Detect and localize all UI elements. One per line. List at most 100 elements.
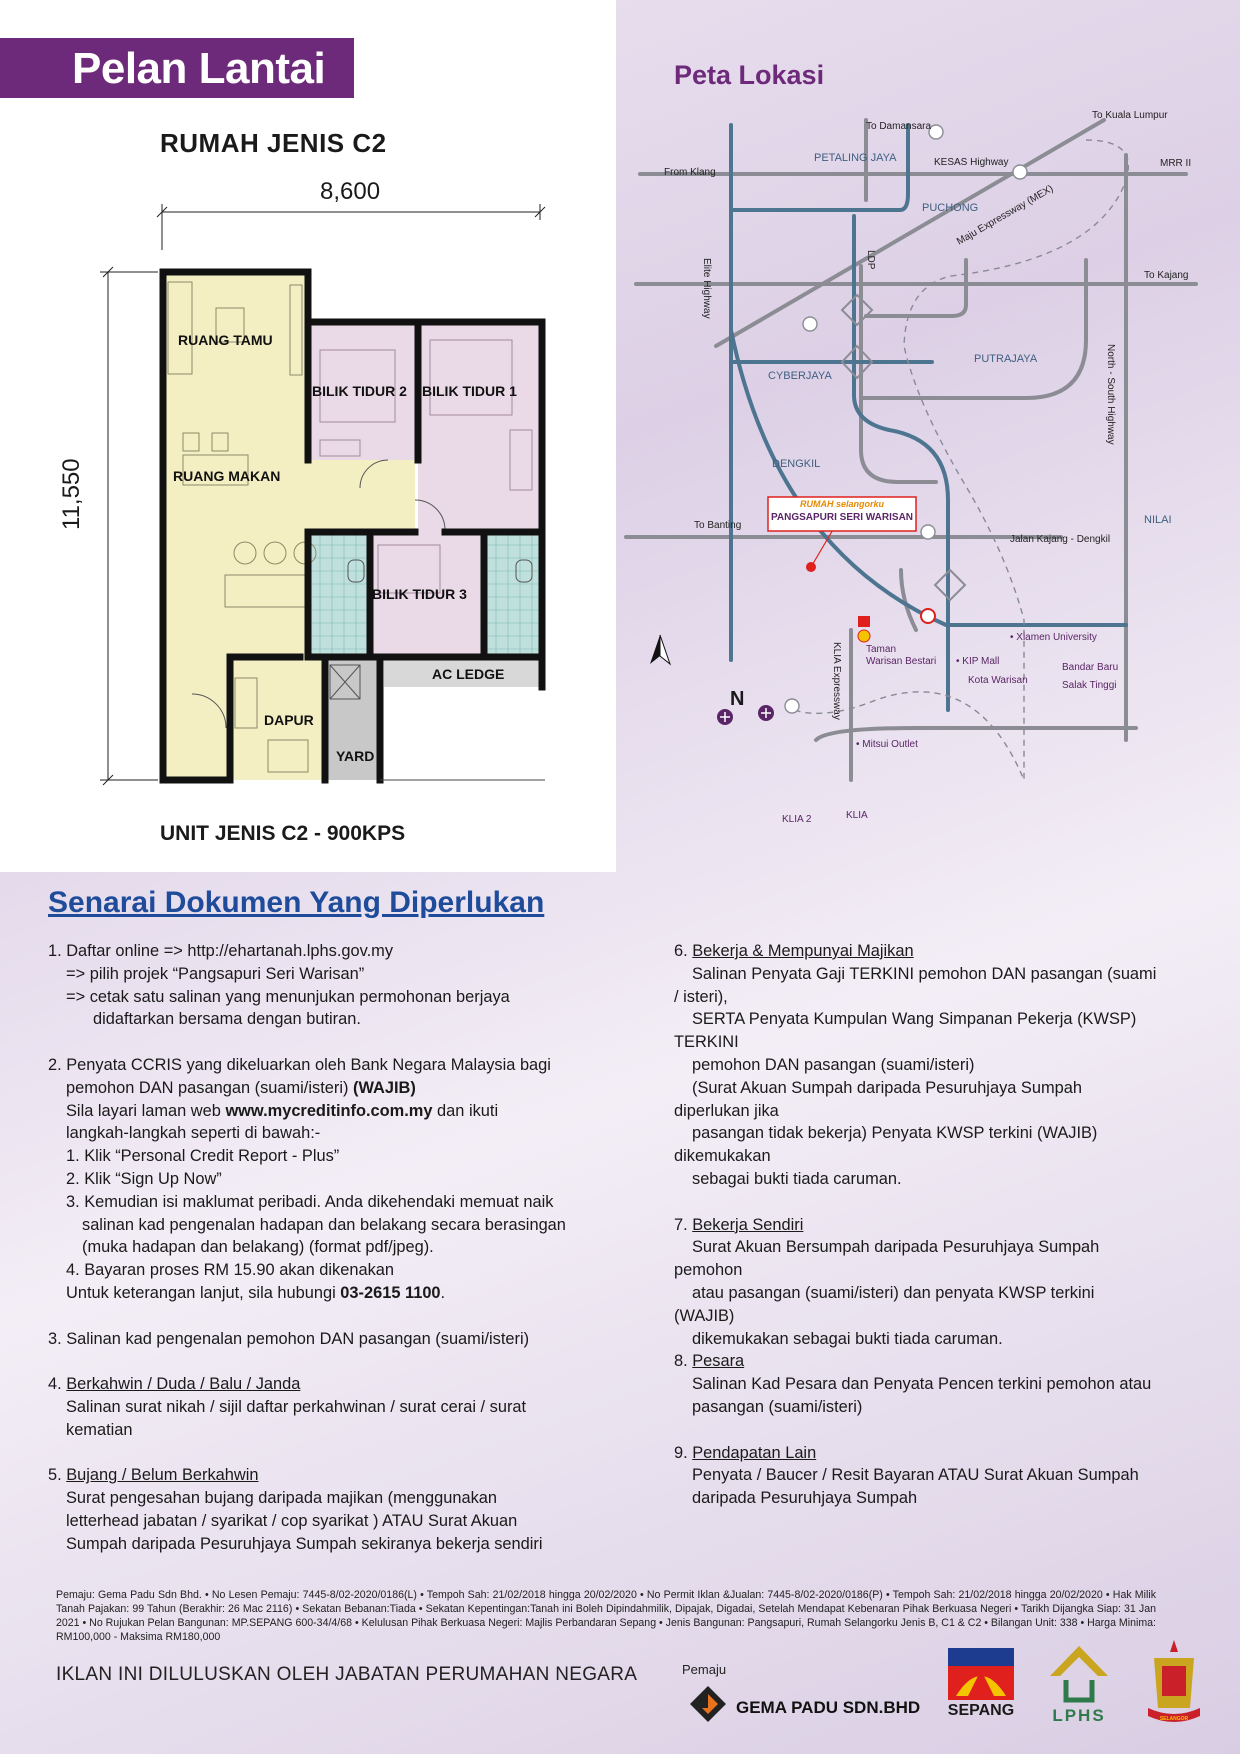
room-bilik-tidur-2: BILIK TIDUR 2 (312, 383, 407, 399)
doc-number: 6. (674, 942, 693, 960)
doc-line: didaftarkan bersama dengan butiran. (93, 1010, 361, 1029)
poi-klia2: KLIA 2 (782, 814, 812, 825)
doc-item-title: 5. Bujang / Belum Berkahwin (48, 1464, 618, 1487)
doc-line: langkah-langkah seperti di bawah:- (66, 1124, 321, 1143)
project-name: PANGSAPURI SERI WARISAN (770, 512, 914, 523)
documents-left-column: 1. Daftar online => http://ehartanah.lph… (48, 940, 618, 1578)
doc-line: Sila layari laman web www.mycreditinfo.c… (48, 1100, 618, 1123)
label-from-klang: From Klang (664, 167, 716, 178)
doc-line: Salinan surat nikah / sijil daftar perka… (66, 1397, 527, 1416)
unit-caption: UNIT JENIS C2 - 900KPS (160, 822, 406, 845)
doc-line: => pilih projek “Pangsapuri Seri Warisan… (66, 964, 365, 983)
doc-line: letterhead jabatan / syarikat / cop syar… (66, 1511, 518, 1530)
doc-title: Bekerja & Mempunyai Majikan (692, 942, 914, 960)
room-bilik-tidur-3: BILIK TIDUR 3 (372, 586, 467, 602)
poi-mitsui-outlet: • Mitsui Outlet (856, 739, 918, 750)
doc-line: 3. Salinan kad pengenalan pemohon DAN pa… (48, 1329, 530, 1348)
doc-number: 4. (48, 1375, 67, 1394)
north-label: N (730, 688, 745, 710)
doc-line: TERKINI (674, 1033, 739, 1052)
doc-text: pemohon DAN pasangan (suami/isteri) (66, 1078, 353, 1097)
doc-item-7: 7. Bekerja Sendiri Surat Akuan Bersumpah… (674, 1214, 1178, 1351)
doc-step: 2. Klik “Sign Up Now” (66, 1169, 222, 1188)
project-brand: RUMAH selangorku (799, 499, 884, 509)
doc-line: Surat pengesahan bujang daripada majikan… (66, 1489, 498, 1508)
doc-line: dikemukakan sebagai bukti tiada caruman. (692, 1329, 1003, 1348)
developer-name: GEMA PADU SDN.BHD (736, 1698, 921, 1717)
room-ruang-tamu: RUANG TAMU (178, 332, 273, 348)
doc-text: Untuk keterangan lanjut, sila hubungi (66, 1283, 341, 1302)
doc-step: (muka hadapan dan belakang) (format pdf/… (82, 1238, 434, 1257)
doc-line: => cetak satu salinan yang menunjukan pe… (66, 987, 510, 1006)
wajib-label: (WAJIB) (352, 1078, 416, 1097)
doc-step: salinan kad pengenalan hadapan dan belak… (82, 1215, 566, 1234)
doc-item-title: 6. Bekerja & Mempunyai Majikan (674, 940, 1178, 963)
poi-kip-mall: • KIP Mall (956, 656, 1000, 667)
room-ruang-makan: RUANG MAKAN (173, 468, 281, 484)
doc-title: Berkahwin / Duda / Balu / Janda (66, 1375, 301, 1394)
doc-number: 7. (674, 1215, 693, 1234)
sepang-logo-icon (948, 1648, 1014, 1700)
doc-line: / isteri), (674, 987, 728, 1006)
floor-plan-banner (0, 38, 354, 98)
doc-item-3: 3. Salinan kad pengenalan pemohon DAN pa… (48, 1328, 618, 1351)
doc-item-title: 8. Pesara (674, 1350, 1178, 1373)
label-to-damansara: To Damansara (866, 121, 932, 132)
doc-line: pemohon DAN pasangan (suami/isteri) (692, 1055, 975, 1074)
doc-number: 9. (674, 1443, 693, 1462)
doc-line: Salinan Kad Pesara dan Penyata Pencen te… (692, 1375, 1152, 1394)
doc-line: dikemukakan (674, 1147, 771, 1166)
approval-notice: IKLAN INI DILULUSKAN OLEH JABATAN PERUMA… (56, 1664, 638, 1685)
label-kesas: KESAS Highway (934, 157, 1009, 168)
doc-text: . (440, 1283, 446, 1302)
doc-number: 5. (48, 1466, 67, 1485)
mycreditinfo-link[interactable]: www.mycreditinfo.com.my (225, 1101, 433, 1120)
area-petaling-jaya: PETALING JAYA (814, 152, 897, 164)
location-map (624, 118, 1198, 782)
poi-xiamen-university: • Xiamen University (1010, 632, 1097, 643)
area-puchong: PUCHONG (922, 202, 979, 214)
gema-padu-logo-icon (690, 1686, 726, 1722)
documents-right-column: 6. Bekerja & Mempunyai Majikan Salinan P… (674, 940, 1178, 1533)
doc-line: kematian (66, 1420, 133, 1439)
doc-step: 3. Kemudian isi maklumat peribadi. Anda … (66, 1192, 554, 1211)
label-ldp: LDP (865, 250, 876, 270)
doc-line: Untuk keterangan lanjut, sila hubungi 03… (48, 1282, 618, 1305)
room-yard: YARD (336, 748, 375, 764)
doc-line: daripada Pesuruhjaya Sumpah (692, 1489, 918, 1508)
selangor-crest-text: SELANGOR (1159, 1716, 1189, 1722)
doc-line: atau pasangan (suami/isteri) dan penyata… (692, 1283, 1095, 1302)
doc-line: (Surat Akuan Sumpah daripada Pesuruhjaya… (692, 1078, 1082, 1097)
doc-line: diperlukan jika (674, 1101, 779, 1120)
phone-number: 03-2615 1100 (340, 1283, 441, 1302)
doc-line: Penyata / Baucer / Resit Bayaran ATAU Su… (692, 1466, 1139, 1485)
lphs-logo-icon (1050, 1646, 1108, 1703)
doc-number: 8. (674, 1352, 693, 1371)
room-bilik-tidur-1: BILIK TIDUR 1 (422, 383, 517, 399)
doc-line: pasangan tidak bekerja) Penyata KWSP ter… (692, 1124, 1098, 1143)
doc-item-9: 9. Pendapatan Lain Penyata / Baucer / Re… (674, 1442, 1178, 1510)
room-dapur: DAPUR (264, 712, 314, 728)
label-klia-expressway: KLIA Expressway (831, 642, 842, 720)
doc-line: Salinan Penyata Gaji TERKINI pemohon DAN… (692, 964, 1157, 983)
poi-taman-line2: Warisan Bestari (866, 656, 937, 667)
doc-line: Sumpah daripada Pesuruhjaya Sumpah sekir… (66, 1534, 543, 1553)
developer-label: Pemaju (682, 1662, 727, 1677)
unit-title: RUMAH JENIS C2 (160, 128, 387, 158)
poi-klia: KLIA (846, 810, 868, 821)
label-to-kajang: To Kajang (1144, 270, 1189, 281)
poi-bandar-baru-line1: Bandar Baru (1062, 662, 1119, 673)
doc-item-title: 7. Bekerja Sendiri (674, 1214, 1178, 1237)
label-mrr2: MRR II (1160, 158, 1192, 169)
label-jalan-kajang-dengkil: Jalan Kajang - Dengkil (1010, 534, 1111, 545)
doc-step: 1. Klik “Personal Credit Report - Plus” (66, 1147, 340, 1166)
documents-heading: Senarai Dokumen Yang Diperlukan (48, 886, 545, 919)
floor-plan-title: Pelan Lantai (72, 44, 326, 93)
area-nilai: NILAI (1144, 514, 1172, 526)
area-cyberjaya: CYBERJAYA (768, 370, 832, 382)
doc-text: dan ikuti (432, 1101, 499, 1120)
selangor-crest-icon (1148, 1640, 1200, 1722)
lphs-logo-text: LPHS (1052, 1706, 1106, 1725)
doc-item-5: 5. Bujang / Belum Berkahwin Surat penges… (48, 1464, 618, 1555)
poi-kota-warisan: Kota Warisan (968, 675, 1028, 686)
